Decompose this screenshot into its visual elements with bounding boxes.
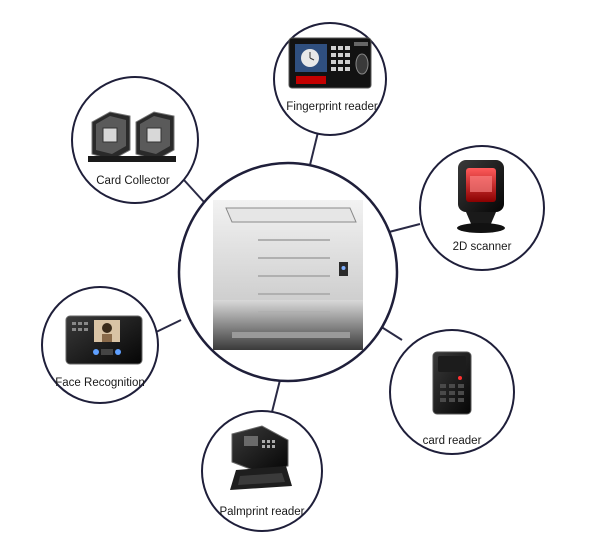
node-palmprint: Palmprint reader [201,410,323,532]
label-fingerprint: Fingerprint reader [286,101,378,113]
card-collector-icon [88,111,176,162]
fingerprint-terminal-icon [288,37,372,89]
label-palmprint: Palmprint reader [219,506,304,518]
center-turnstile-node [177,161,399,383]
label-face: Face Recognition [55,377,145,389]
label-scanner: 2D scanner [453,241,512,253]
label-card-collector: Card Collector [96,175,170,187]
rfid-card-reader-icon [432,351,472,415]
face-recognition-terminal-icon [65,315,143,365]
turnstile-photo [213,200,363,350]
node-fingerprint: Fingerprint reader [273,22,387,136]
connector-card-reader [379,325,403,341]
node-card-reader: card reader [389,329,515,455]
palm-scanner-icon [230,425,292,490]
connector-scanner [388,223,421,233]
barcode-scanner-icon [457,160,505,233]
label-card-reader: card reader [423,435,482,447]
node-card-collector: Card Collector [71,76,199,204]
node-scanner: 2D scanner [419,145,545,271]
connector-card-collector [183,179,205,203]
node-face: Face Recognition [41,286,159,404]
